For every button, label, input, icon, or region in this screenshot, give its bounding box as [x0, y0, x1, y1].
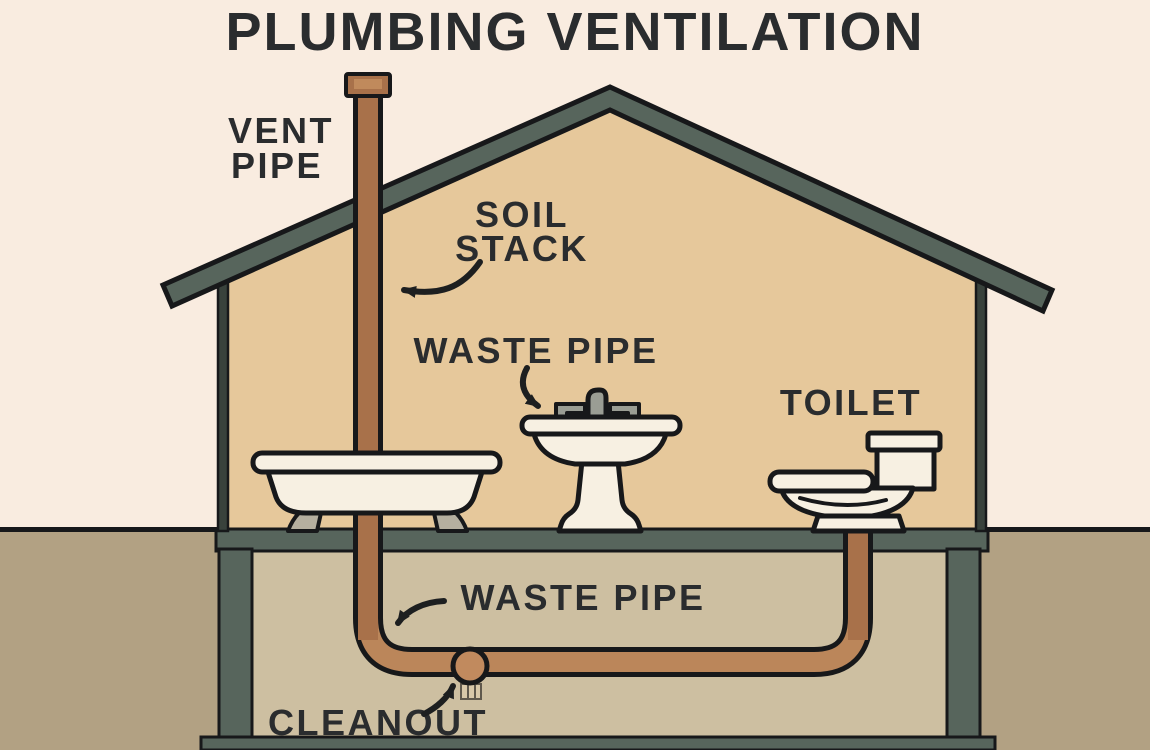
waste-pipe-lower-label: WASTE PIPE — [460, 577, 705, 618]
cleanout-fitting — [450, 646, 490, 686]
left-wall — [216, 278, 230, 533]
bathtub — [250, 450, 503, 533]
right-wall — [974, 278, 988, 533]
sink-bowl — [531, 431, 669, 467]
sink-counter — [519, 414, 683, 437]
soil-stack-label-line1: SOIL — [475, 194, 569, 235]
house-interior — [228, 107, 977, 531]
cleanout-plug-body — [460, 683, 482, 700]
tub-rim — [250, 450, 503, 475]
waste-pipe-lower-arrow — [395, 598, 447, 626]
vent-pipe-label-line1: VENT — [228, 110, 334, 151]
soil-stack-arrow — [401, 259, 483, 298]
basement-floor — [199, 735, 997, 750]
toilet-seat-rim — [767, 469, 876, 494]
toilet-bowl-contour — [798, 496, 888, 507]
diagram-title: PLUMBING VENTILATION — [226, 2, 925, 62]
tub-foot-left — [286, 511, 323, 533]
roof — [159, 84, 1056, 315]
labels: PLUMBING VENTILATION VENT PIPE SOIL STAC… — [226, 2, 925, 743]
cleanout-label: CLEANOUT — [268, 702, 488, 743]
faucet-spout-icon — [585, 387, 609, 423]
toilet — [767, 430, 943, 534]
toilet-base — [810, 513, 907, 534]
vent-cap-inner — [354, 79, 382, 89]
waste-pipe-upper-label: WASTE PIPE — [413, 330, 658, 371]
toilet-tank — [874, 444, 937, 492]
waste-pipe-upper-arrow — [519, 365, 541, 409]
vent-pipe-label-line2: PIPE — [231, 145, 323, 186]
cleanout-plug — [460, 683, 482, 700]
plumbing — [344, 72, 873, 700]
fixtures — [250, 387, 943, 534]
cleanout-plug-lines — [467, 684, 476, 699]
cleanout-arrow — [421, 683, 456, 717]
left-foundation — [217, 547, 254, 741]
soil-stack-label-line2: STACK — [455, 228, 589, 269]
sink-pedestal — [556, 458, 644, 534]
toilet-label: TOILET — [780, 382, 922, 423]
annotation-arrows — [395, 259, 541, 717]
right-foundation — [945, 547, 982, 741]
tub-body — [265, 469, 485, 516]
toilet-tank-lid — [865, 430, 943, 453]
pedestal-sink — [519, 387, 683, 534]
